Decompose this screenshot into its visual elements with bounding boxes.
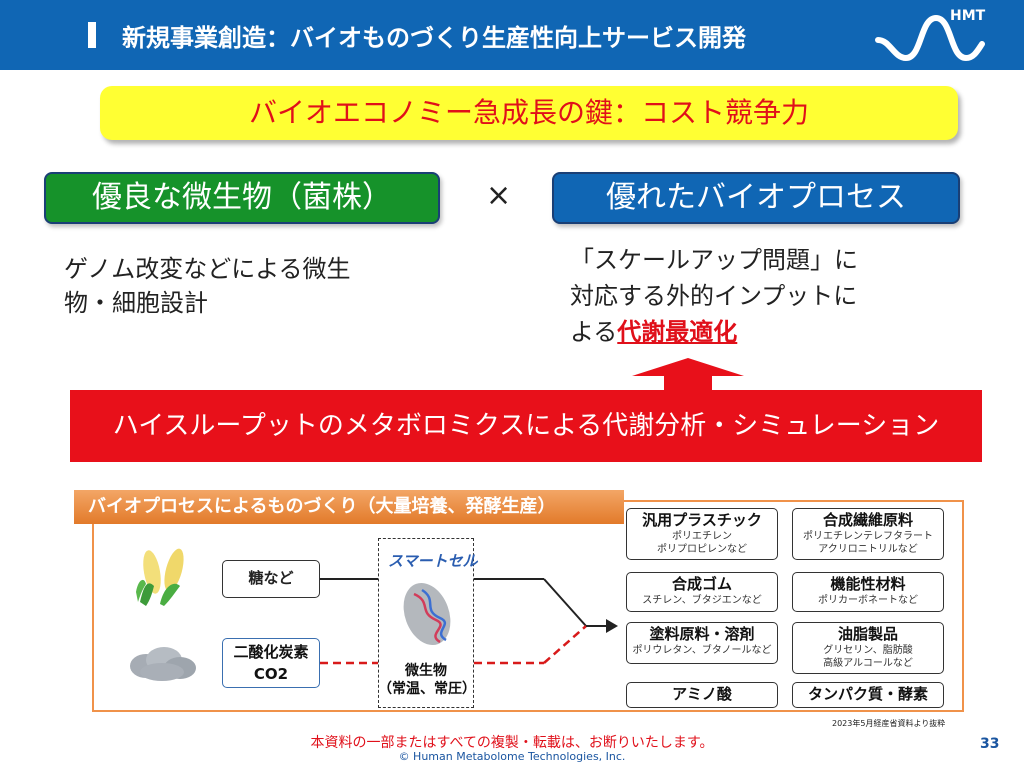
microbe-cell-icon (403, 583, 451, 645)
product-box-paint-solvent: 塗料原料・溶剤 ポリウレタン、ブタノールなど (626, 622, 778, 664)
smart-cell-box (378, 538, 474, 708)
product-sub2: 高級アルコールなど (823, 658, 913, 669)
co2-line2: CO2 (253, 665, 289, 683)
microbe-desc-line1: ゲノム改変などによる微生 (64, 255, 351, 283)
product-title: タンパク質・酵素 (807, 685, 928, 703)
product-box-synthetic-rubber: 合成ゴム スチレン、ブタジエンなど (626, 572, 778, 612)
bioprocess-desc-line2: 対応する外的インプットに (570, 282, 858, 310)
product-sub1: ポリエチレンテレフタラート (803, 531, 933, 542)
corn-icon (136, 548, 184, 606)
microbe-line2: （常温、常圧） (378, 681, 476, 697)
microbe-label: 微生物 （常温、常圧） (378, 662, 476, 698)
product-box-oil-products: 油脂製品 グリセリン、脂肪酸 高級アルコールなど (792, 622, 944, 674)
copyright-notice: © Human Metabolome Technologies, Inc. (398, 750, 626, 763)
bioprocess-desc-line3: よる代謝最適化 (570, 314, 950, 350)
product-title: 汎用プラスチック (642, 511, 762, 529)
source-footnote: 2023年5月経産省資料より抜粋 (832, 719, 946, 728)
product-title: 合成ゴム (671, 575, 732, 593)
product-sub1: スチレン、ブタジエンなど (642, 595, 762, 606)
product-title: アミノ酸 (672, 685, 732, 703)
product-sub2: ポリプロピレンなど (657, 544, 747, 555)
microbe-desc-line2: 物・細胞設計 (64, 289, 208, 317)
product-title: 機能性材料 (830, 575, 906, 593)
microbe-strain-pill: 優良な微生物（菌株） (44, 172, 440, 224)
slide-title: 新規事業創造：バイオものづくり生産性向上サービス開発 (122, 24, 746, 52)
product-box-amino-acids: アミノ酸 (626, 682, 778, 708)
product-title: 合成繊維原料 (822, 511, 913, 529)
product-sub2: アクリロニトリルなど (818, 544, 918, 555)
product-title: 油脂製品 (837, 625, 898, 643)
bioprocess-pill: 優れたバイオプロセス (552, 172, 960, 224)
metabolomics-banner: ハイスループットのメタボロミクスによる代謝分析・シミュレーション (70, 390, 982, 462)
product-sub1: ポリウレタン、ブタノールなど (632, 645, 772, 656)
microbe-description: ゲノム改変などによる微生 物・細胞設計 (64, 252, 351, 320)
hmt-wave-logo-icon (875, 14, 985, 62)
up-arrow-icon (632, 358, 744, 392)
microbe-line1: 微生物 (405, 663, 447, 679)
metabolic-optimization-highlight: 代謝最適化 (617, 318, 738, 346)
page-number: 33 (980, 736, 1000, 752)
logo-text: HMT (950, 8, 986, 24)
sugar-input-box: 糖など (222, 560, 320, 598)
header-bar-marker (88, 22, 96, 48)
copy-disclaimer: 本資料の一部またはすべての複製・転載は、お断りいたします。 (310, 735, 714, 751)
times-symbol: × (486, 178, 512, 213)
product-box-proteins-enzymes: タンパク質・酵素 (792, 682, 944, 708)
product-sub1: グリセリン、脂肪酸 (823, 645, 913, 656)
panel-title: バイオプロセスによるものづくり（大量培養、発酵生産） (74, 490, 624, 524)
product-box-synthetic-fiber: 合成繊維原料 ポリエチレンテレフタラート アクリロニトリルなど (792, 508, 944, 560)
bioprocess-desc-prefix: よる (570, 318, 618, 346)
key-message-banner: バイオエコノミー急成長の鍵：コスト競争力 (100, 86, 958, 140)
product-title: 塗料原料・溶剤 (649, 625, 755, 643)
product-sub1: ポリエチレン (672, 531, 732, 542)
co2-input-box: 二酸化炭素 CO2 (222, 638, 320, 688)
product-box-general-plastics: 汎用プラスチック ポリエチレン ポリプロピレンなど (626, 508, 778, 560)
product-box-functional-materials: 機能性材料 ポリカーボネートなど (792, 572, 944, 612)
bioprocess-desc-line1: 「スケールアップ問題」に (570, 246, 858, 274)
slide-header: 新規事業創造：バイオものづくり生産性向上サービス開発 HMT (0, 0, 1024, 70)
smart-cell-label: スマートセル (388, 552, 478, 570)
product-sub1: ポリカーボネートなど (818, 595, 918, 606)
cloud-icon (130, 647, 196, 681)
bioprocess-description: 「スケールアップ問題」に 対応する外的インプットに よる代謝最適化 (570, 242, 950, 350)
co2-line1: 二酸化炭素 (233, 643, 309, 661)
